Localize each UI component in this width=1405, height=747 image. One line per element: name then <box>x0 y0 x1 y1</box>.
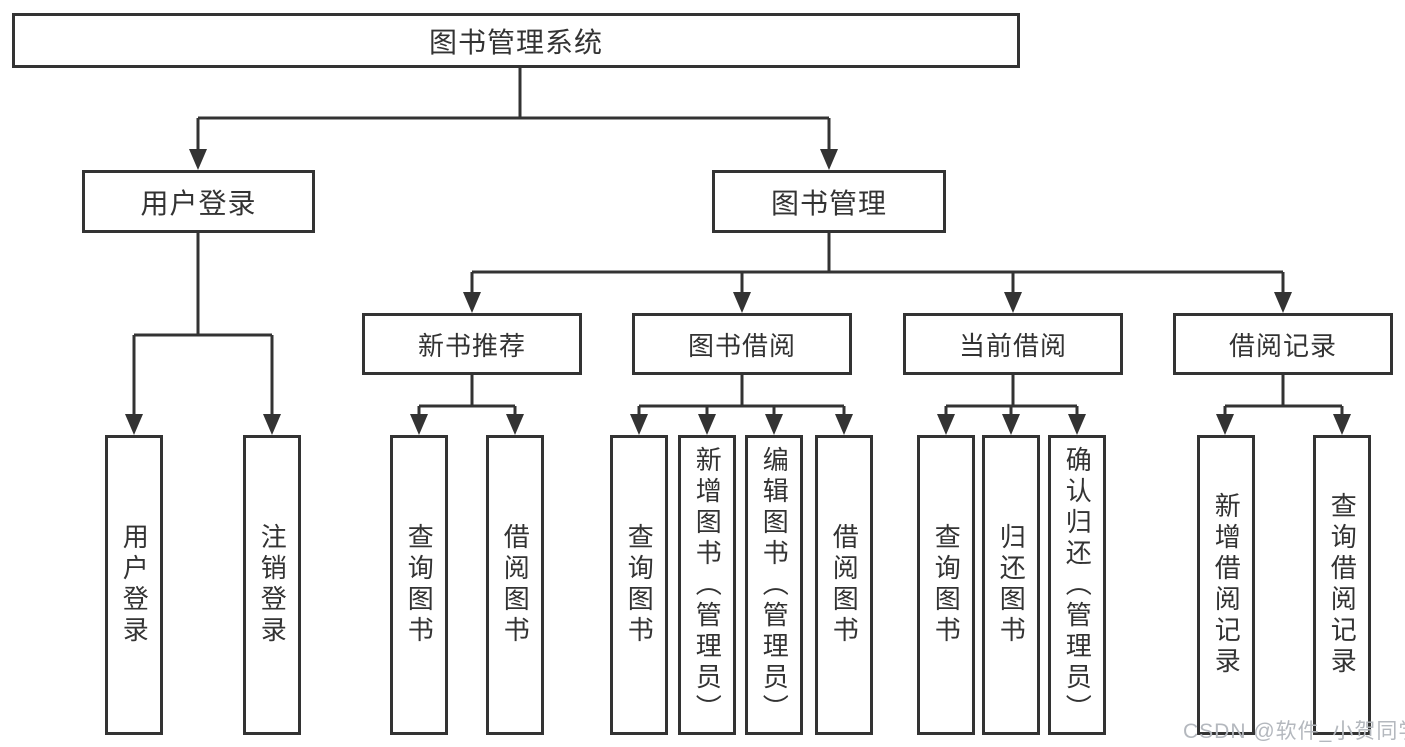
node-label: 用户登录 <box>119 523 150 647</box>
watermark: CSDN @软件_小贺同学 <box>1183 720 1405 743</box>
leaf-query-books-2: 查询图书 <box>610 435 668 735</box>
leaf-confirm-return-admin: 确认归还（管理员） <box>1048 435 1106 735</box>
node-borrowing-records: 借阅记录 <box>1173 313 1393 375</box>
node-label: 确认归还（管理员） <box>1062 445 1093 725</box>
node-label: 借阅图书 <box>500 523 531 647</box>
node-label: 新增借阅记录 <box>1211 492 1242 678</box>
leaf-return-books: 归还图书 <box>982 435 1040 735</box>
node-label: 借阅图书 <box>829 523 860 647</box>
node-label: 查询图书 <box>404 523 435 647</box>
node-label: 查询借阅记录 <box>1327 492 1358 678</box>
node-label: 注销登录 <box>257 523 288 647</box>
leaf-logout: 注销登录 <box>243 435 301 735</box>
leaf-query-books-1: 查询图书 <box>390 435 448 735</box>
node-label: 编辑图书（管理员） <box>759 445 790 725</box>
leaf-query-borrow-record: 查询借阅记录 <box>1313 435 1371 735</box>
node-book-management: 图书管理 <box>712 170 946 233</box>
arrowheads <box>125 149 1351 435</box>
leaf-borrow-books-2: 借阅图书 <box>815 435 873 735</box>
leaf-add-borrow-record: 新增借阅记录 <box>1197 435 1255 735</box>
leaf-add-book-admin: 新增图书（管理员） <box>678 435 736 735</box>
node-label: 归还图书 <box>996 523 1027 647</box>
node-current-borrowing: 当前借阅 <box>903 313 1123 375</box>
node-label: 查询图书 <box>624 523 655 647</box>
leaf-borrow-books-1: 借阅图书 <box>486 435 544 735</box>
node-new-book-recommendation: 新书推荐 <box>362 313 582 375</box>
node-library-management-system: 图书管理系统 <box>12 13 1020 68</box>
node-label: 新增图书（管理员） <box>692 445 723 725</box>
node-book-borrowing: 图书借阅 <box>632 313 852 375</box>
leaf-user-login: 用户登录 <box>105 435 163 735</box>
leaf-query-books-3: 查询图书 <box>917 435 975 735</box>
node-label: 查询图书 <box>931 523 962 647</box>
node-user-login: 用户登录 <box>82 170 315 233</box>
leaf-edit-book-admin: 编辑图书（管理员） <box>745 435 803 735</box>
